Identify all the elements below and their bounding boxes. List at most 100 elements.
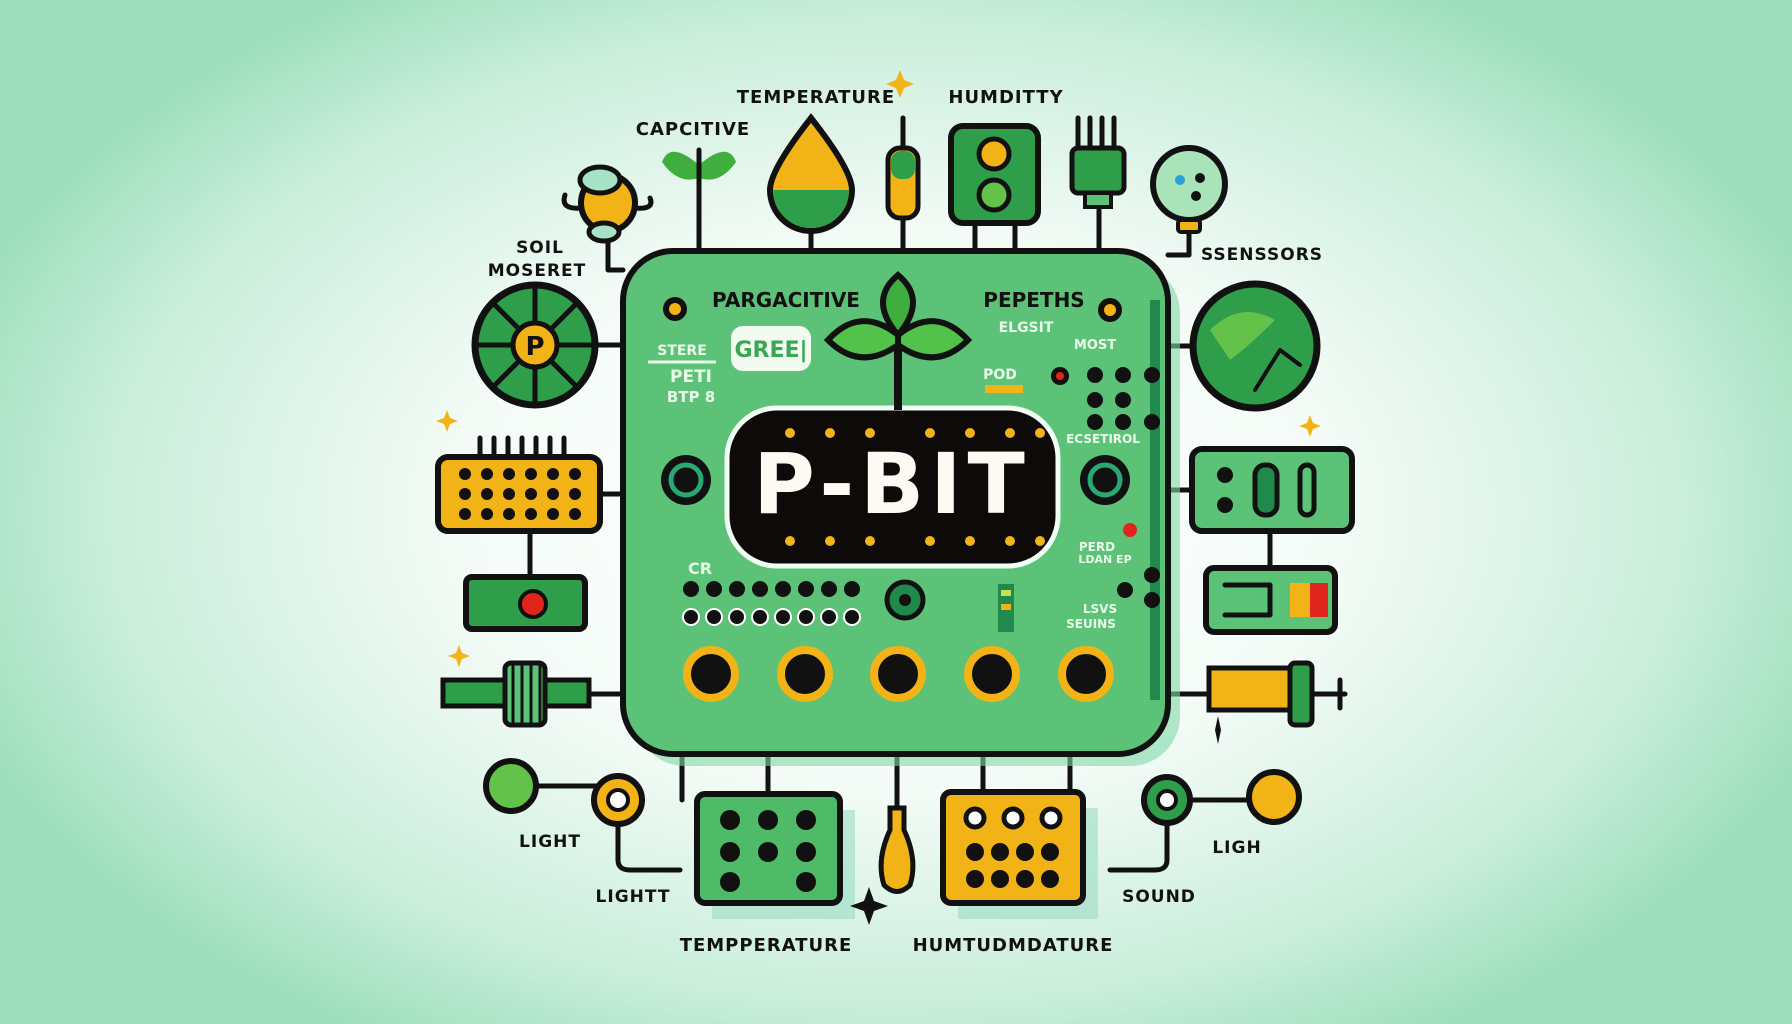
- connector-hole: [569, 468, 581, 480]
- led-dot: [1005, 428, 1015, 438]
- pin-hole: [774, 608, 792, 626]
- battery-module-icon: [1203, 565, 1338, 635]
- panel-hole: [1016, 843, 1034, 861]
- label-cr: CR: [688, 559, 712, 578]
- label-elgsit: ELGSIT: [999, 320, 1054, 336]
- center-port: [884, 579, 926, 621]
- panel-hole: [963, 806, 987, 830]
- connector-hole: [459, 488, 471, 500]
- led-dot: [865, 536, 875, 546]
- connector-hole: [503, 508, 515, 520]
- led-dot: [1005, 536, 1015, 546]
- board-title: P-BIT: [753, 435, 1031, 533]
- audio-jack: [870, 646, 926, 702]
- connector-hole: [569, 488, 581, 500]
- pin-hole: [1087, 414, 1103, 430]
- pin-hole: [729, 581, 745, 597]
- panel-hole: [796, 842, 816, 862]
- led-dot: [965, 536, 975, 546]
- pin-hole: [1115, 414, 1131, 430]
- label-pargacitive: PARGACITIVE: [712, 288, 860, 312]
- sparkle-decorations: [436, 70, 1321, 925]
- pin-hole: [844, 581, 860, 597]
- led-dot: [825, 428, 835, 438]
- badge-text: GREE|: [734, 338, 807, 363]
- led-dot: [925, 428, 935, 438]
- panel-hole: [991, 870, 1009, 888]
- status-led-red-2: [1051, 367, 1069, 385]
- temperature-probe-icon: [885, 115, 921, 221]
- pin-hole: [820, 608, 838, 626]
- soil-moisture-sensor-icon: P: [471, 281, 599, 409]
- pin-hole: [1144, 592, 1160, 608]
- globe-sensor-icon: [1189, 280, 1321, 412]
- plug-component-icon: [1206, 660, 1348, 728]
- connector-hole: [459, 508, 471, 520]
- yellow-connector-block-icon: [435, 435, 603, 534]
- led-module-icon: [463, 574, 588, 632]
- yellow-ring-icon: [591, 773, 645, 827]
- connector-hole: [503, 488, 515, 500]
- pin-hole: [1115, 367, 1131, 383]
- right-knob: [1080, 455, 1130, 505]
- pin-hole: [1144, 367, 1160, 383]
- label-btp: BTP 8: [667, 388, 715, 406]
- panel-hole: [1041, 843, 1059, 861]
- pin-hole: [798, 581, 814, 597]
- pin-hole: [1087, 367, 1103, 383]
- connector-hole: [547, 488, 559, 500]
- display-led-dots: [785, 428, 1045, 546]
- plug-connector-icon: [1069, 115, 1127, 209]
- label-most: MOST: [1074, 338, 1116, 353]
- connector-hole: [503, 468, 515, 480]
- green-ball-led-icon: [483, 758, 539, 814]
- connector-hole: [547, 508, 559, 520]
- label-lsvs: LSVS: [1083, 602, 1117, 616]
- audio-jack: [1058, 646, 1114, 702]
- label-lightt: LIGHTT: [596, 887, 671, 907]
- connector-hole: [525, 488, 537, 500]
- connector-hole: [459, 468, 471, 480]
- bulb-probe-icon: [878, 805, 916, 894]
- screw-top-left: [663, 297, 687, 321]
- connector-hole: [481, 468, 493, 480]
- inductor-coil-icon: [440, 660, 592, 728]
- pin-hole: [1144, 414, 1160, 430]
- green-badge: [731, 326, 811, 371]
- label-temperature-top: TEMPERATURE: [737, 87, 895, 108]
- label-sound: SOUND: [1122, 887, 1196, 907]
- label-stere: STERE: [657, 343, 707, 359]
- connector-hole: [481, 508, 493, 520]
- panel-hole: [796, 872, 816, 892]
- led-dot: [865, 428, 875, 438]
- bulb-sensor-icon: [1150, 145, 1228, 234]
- panel-hole: [720, 872, 740, 892]
- soil-sensor-letter: P: [525, 332, 544, 362]
- bar-indicator: [998, 584, 1014, 632]
- pin-hole: [1117, 582, 1133, 598]
- pin-hole: [682, 608, 700, 626]
- connector-hole: [525, 468, 537, 480]
- led-dot: [1035, 428, 1045, 438]
- led-dot: [965, 428, 975, 438]
- green-ring-icon: [1141, 774, 1193, 826]
- sprout-icon: [823, 271, 973, 410]
- yellow-ball-led-icon: [1246, 769, 1302, 825]
- led-dot: [925, 536, 935, 546]
- label-ecsetirol: ECSETIROL: [1066, 432, 1140, 446]
- label-humidity-top: HUMDITTY: [948, 87, 1063, 108]
- pin-hole: [1087, 392, 1103, 408]
- connector-hole: [547, 468, 559, 480]
- pin-hole: [843, 608, 861, 626]
- label-seuins: SEUINS: [1066, 617, 1116, 631]
- pin-hole: [1115, 392, 1131, 408]
- label-pod: POD: [983, 367, 1017, 383]
- panel-hole: [991, 843, 1009, 861]
- pin-hole: [706, 581, 722, 597]
- pin-grid: [682, 581, 861, 626]
- led-dot: [1035, 536, 1045, 546]
- label-ligh: LIGH: [1212, 838, 1261, 858]
- audio-jacks: [683, 646, 1114, 702]
- connector-hole: [481, 488, 493, 500]
- water-drop-icon: [766, 113, 856, 248]
